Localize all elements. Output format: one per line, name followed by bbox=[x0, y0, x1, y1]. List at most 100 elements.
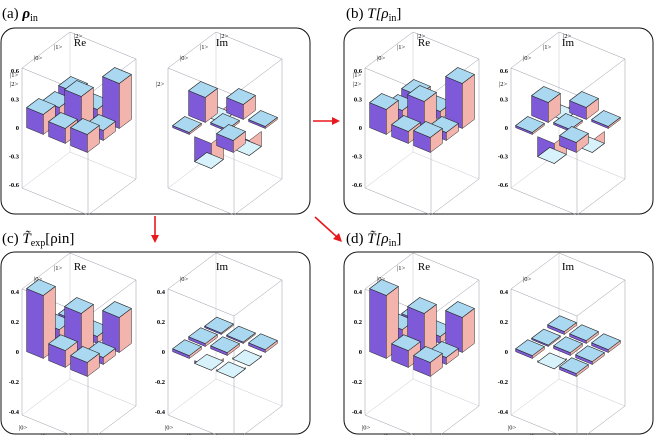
ket-label-side: |1> bbox=[10, 72, 19, 79]
ket-label-front: |0> bbox=[508, 425, 517, 432]
tick-label: 0.4 bbox=[11, 289, 20, 296]
bar bbox=[171, 116, 203, 136]
ket-label-front: |0> bbox=[19, 425, 28, 432]
ket-label: |2> bbox=[417, 33, 426, 40]
bar bbox=[536, 352, 568, 370]
box-frame bbox=[510, 31, 626, 216]
arrow-a-to-b bbox=[313, 117, 340, 125]
bar bbox=[225, 88, 257, 121]
bar bbox=[530, 86, 562, 124]
plot-a-im: Im|0>|1>|2>|2> bbox=[156, 31, 283, 216]
bar bbox=[412, 121, 444, 154]
tick-label: 0.2 bbox=[157, 319, 165, 326]
box-frame bbox=[364, 252, 480, 435]
plot-b-im: Im0.60.30-0.3-0.6|0>|1>|2>|2> bbox=[498, 31, 626, 216]
bar bbox=[558, 126, 590, 154]
tick-label: -0.3 bbox=[498, 154, 509, 161]
bar bbox=[47, 334, 79, 369]
tick-label: 0.2 bbox=[354, 319, 362, 326]
ket-label-front: |1> bbox=[187, 434, 196, 435]
tick-label: -0.2 bbox=[155, 379, 165, 386]
plot-c-re: Re0.40.20-0.2-0.4|0>|1>|0>|1>|2> bbox=[9, 252, 137, 435]
tick-label: -0.4 bbox=[498, 409, 509, 416]
bar bbox=[390, 334, 422, 369]
bar bbox=[187, 81, 219, 124]
bar bbox=[530, 328, 562, 348]
tick-label: 0.3 bbox=[354, 97, 363, 104]
bar bbox=[171, 339, 203, 360]
ket-label-side: |2> bbox=[499, 81, 508, 88]
tick-label: 0 bbox=[162, 349, 165, 356]
bar bbox=[514, 339, 546, 360]
bar bbox=[69, 118, 101, 154]
bar bbox=[25, 279, 57, 360]
bar bbox=[552, 336, 584, 357]
ket-label-front: |0> bbox=[362, 425, 371, 432]
plot-d-re: Re0.40.20-0.2-0.4|0>|1>|0>|1>|2> bbox=[352, 252, 480, 435]
ket-label: |0> bbox=[377, 55, 386, 62]
tick-label: 0.4 bbox=[157, 289, 166, 296]
tick-label: -0.6 bbox=[9, 182, 20, 189]
plot-title: Re bbox=[74, 261, 86, 273]
tick-label: 0.6 bbox=[500, 68, 509, 75]
bar bbox=[25, 98, 57, 136]
ket-label: |1> bbox=[200, 44, 209, 51]
plot-b-re: Re0.60.30-0.3-0.6|0>|1>|2>|2>|1> bbox=[352, 31, 480, 216]
tick-label: 0 bbox=[16, 349, 19, 356]
tick-label: -0.4 bbox=[9, 409, 20, 416]
panel-frame-a bbox=[0, 27, 311, 215]
ket-label-side: |2> bbox=[10, 81, 19, 88]
ket-label-front: |1> bbox=[384, 434, 393, 435]
tick-label: 0.3 bbox=[500, 97, 509, 104]
ket-label: |0> bbox=[34, 55, 43, 62]
ket-label-side: |1> bbox=[353, 72, 362, 79]
tick-label: -0.2 bbox=[498, 379, 508, 386]
ket-label-front: |1> bbox=[41, 434, 50, 435]
bar bbox=[444, 301, 476, 354]
box-frame bbox=[510, 252, 626, 435]
bar bbox=[193, 133, 225, 170]
panel-frame-d bbox=[343, 251, 654, 435]
tick-label: -0.4 bbox=[155, 409, 166, 416]
arrow-a-to-d bbox=[314, 216, 342, 242]
tick-label: 0 bbox=[359, 349, 362, 356]
bar bbox=[215, 361, 247, 379]
tick-label: 0.4 bbox=[500, 289, 509, 296]
ket-label-side: |2> bbox=[156, 81, 165, 88]
ket-label: |1> bbox=[397, 265, 406, 272]
bar bbox=[574, 345, 606, 366]
panel-frame-b bbox=[343, 27, 654, 215]
tick-label: 0 bbox=[505, 125, 508, 132]
tick-label: -0.6 bbox=[498, 182, 509, 189]
bar bbox=[247, 110, 279, 130]
plot-title: Im bbox=[216, 37, 229, 49]
bar bbox=[101, 67, 133, 130]
box-frame bbox=[167, 252, 283, 435]
tick-label: -0.2 bbox=[352, 379, 362, 386]
plot-title: Im bbox=[216, 261, 229, 273]
tick-label: 0.2 bbox=[500, 319, 508, 326]
tick-label: 0 bbox=[359, 125, 362, 132]
panel-label-c: (c) T̃exp[ρin] bbox=[2, 231, 74, 249]
ket-label: |1> bbox=[543, 44, 552, 51]
bar bbox=[193, 353, 225, 371]
ket-label: |0> bbox=[180, 55, 189, 62]
bar bbox=[225, 325, 257, 345]
tick-label: -0.6 bbox=[352, 182, 363, 189]
bar bbox=[69, 346, 101, 378]
ket-label: |1> bbox=[397, 44, 406, 51]
plot-a-re: Re0.60.30-0.3-0.6|0>|1>|2>|2>|1> bbox=[9, 31, 137, 216]
ket-label: |0> bbox=[180, 276, 189, 283]
tick-label: -0.3 bbox=[9, 154, 20, 161]
tick-label: 0 bbox=[505, 349, 508, 356]
panel-label-b: (b) T[ρin] bbox=[346, 6, 401, 24]
tick-label: 0.4 bbox=[354, 289, 363, 296]
tick-label: 0.3 bbox=[11, 97, 20, 104]
bar bbox=[368, 279, 400, 360]
bar bbox=[101, 301, 133, 354]
tick-label: -0.3 bbox=[352, 154, 363, 161]
plot-title: Re bbox=[418, 261, 430, 273]
bar bbox=[558, 357, 590, 378]
plot-title: Im bbox=[562, 261, 575, 273]
